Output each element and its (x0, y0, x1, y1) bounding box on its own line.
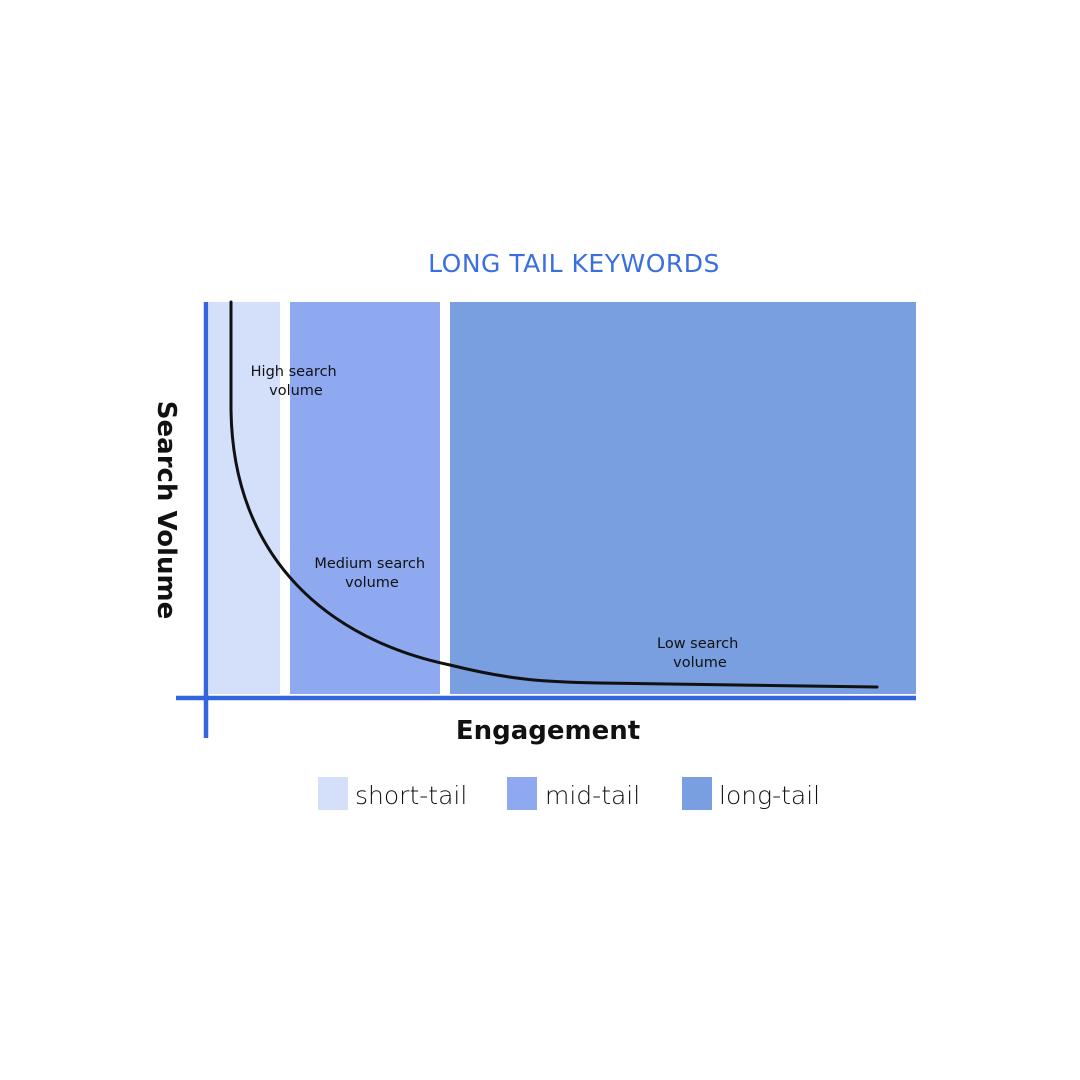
legend-swatch-long-tail (682, 777, 712, 810)
legend-label-mid-tail: mid-tail (545, 781, 640, 810)
annotation-line: volume (673, 655, 727, 671)
annotation-low-search-volume: Low search volume (657, 636, 743, 671)
region-long-tail (450, 302, 916, 694)
legend-label-short-tail: short-tail (355, 781, 467, 810)
annotation-line: Low search (657, 636, 738, 652)
y-axis-label: Search Volume (151, 401, 181, 619)
diagram-title: LONG TAIL KEYWORDS (428, 249, 720, 278)
annotation-line: volume (269, 383, 323, 399)
legend: short-tail mid-tail long-tail (318, 777, 820, 810)
annotation-medium-search-volume: Medium search volume (314, 556, 429, 591)
annotation-high-search-volume: High search volume (251, 364, 342, 399)
legend-swatch-mid-tail (507, 777, 537, 810)
region-mid-tail (290, 302, 440, 694)
long-tail-curve (229, 300, 879, 689)
legend-swatch-short-tail (318, 777, 348, 810)
annotation-line: volume (345, 575, 399, 591)
annotation-line: High search (251, 364, 337, 380)
x-axis-label: Engagement (456, 716, 640, 746)
legend-label-long-tail: long-tail (719, 781, 820, 810)
annotation-line: Medium search (314, 556, 425, 572)
